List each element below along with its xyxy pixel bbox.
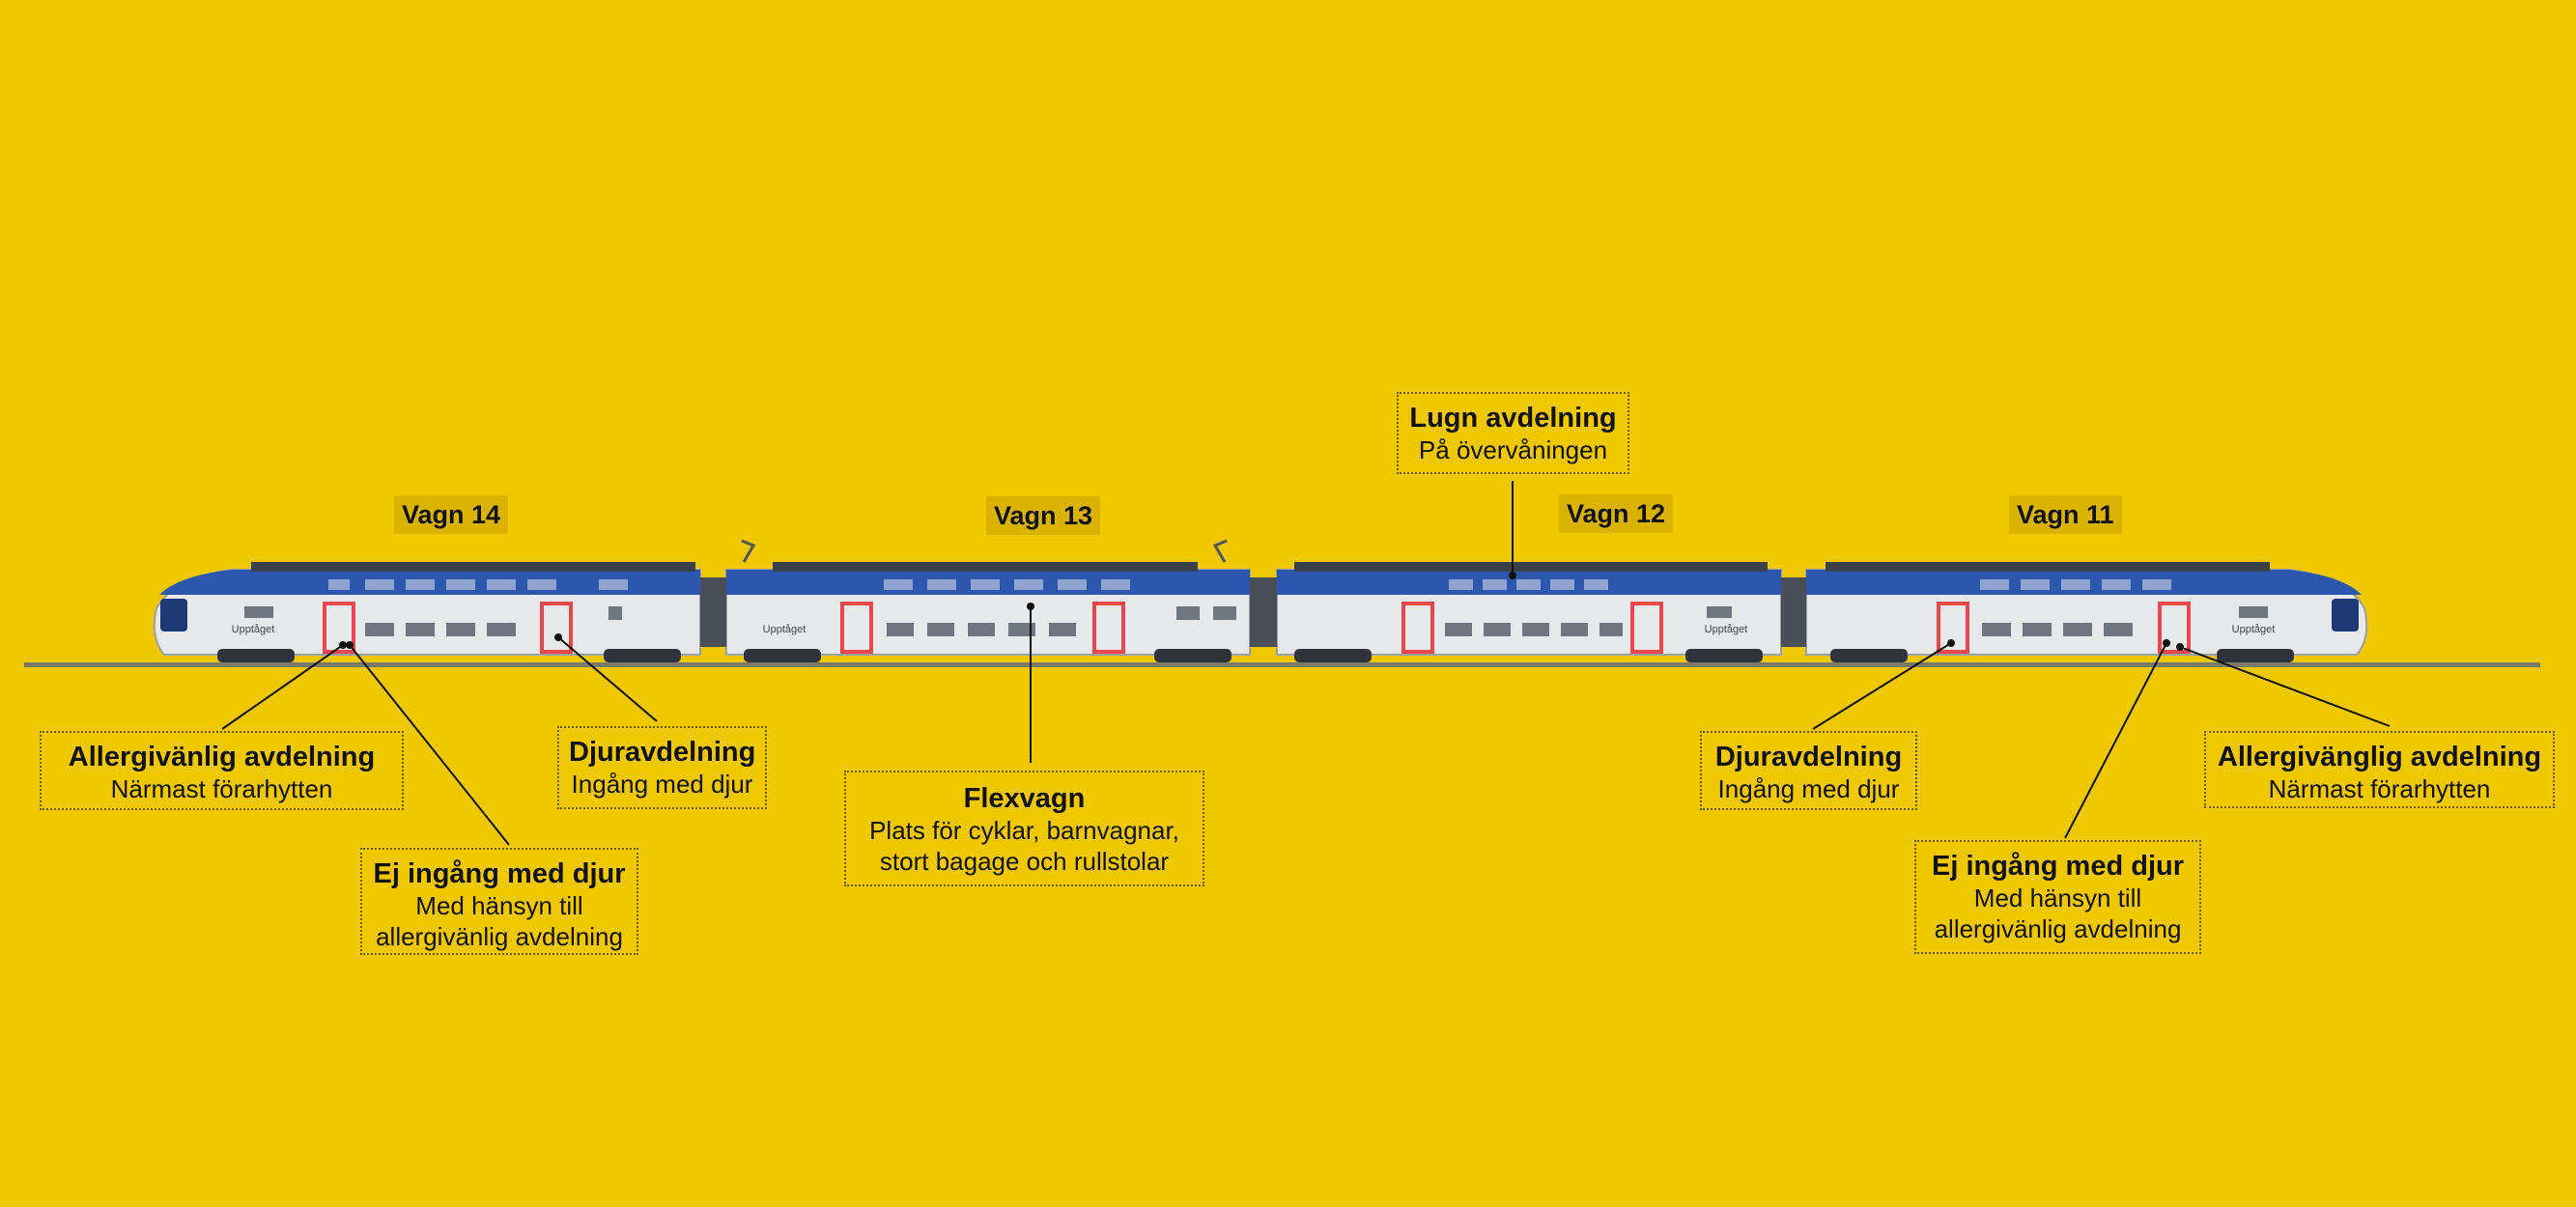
upper-windows bbox=[328, 579, 2171, 590]
callout-title: Allergivänglig avdelning bbox=[2217, 742, 2542, 772]
callout-allergy-left: Allergivänlig avdelning Närmast förarhyt… bbox=[40, 731, 404, 810]
callout-title: Djuravdelning bbox=[1714, 742, 1903, 772]
wagon-label-11: Vagn 11 bbox=[2009, 495, 2122, 534]
wagon-label-14: Vagn 14 bbox=[394, 495, 509, 534]
callout-subtitle: På övervåningen bbox=[1418, 435, 1608, 464]
livery-label: Upptåget bbox=[1705, 624, 1748, 635]
callout-pets-left: Djuravdelning Ingång med djur bbox=[557, 726, 767, 809]
wagon-11-body bbox=[1805, 562, 2368, 656]
gangway bbox=[1250, 577, 1277, 647]
callout-subtitle: Närmast förarhytten bbox=[2268, 774, 2491, 803]
gangway bbox=[700, 577, 726, 647]
livery-label: Upptåget bbox=[763, 624, 807, 635]
wagon-13-body bbox=[725, 539, 1251, 656]
callout-subtitle-1: Med hänsyn till bbox=[415, 891, 583, 920]
callout-subtitle-2: stort bagage och rullstolar bbox=[879, 847, 1170, 876]
callout-flex-wagon: Flexvagn Plats för cyklar, barnvagnar, s… bbox=[844, 771, 1204, 886]
callout-title: Allergivänlig avdelning bbox=[68, 742, 376, 772]
wagon-12-body bbox=[1276, 562, 1782, 656]
callout-allergy-right: Allergivänglig avdelning Närmast förarhy… bbox=[2204, 731, 2555, 808]
callout-subtitle-1: Plats för cyklar, barnvagnar, bbox=[869, 816, 1179, 845]
callout-subtitle: Närmast förarhytten bbox=[110, 774, 333, 803]
callout-title: Ej ingång med djur bbox=[1931, 851, 2184, 882]
callout-title: Lugn avdelning bbox=[1409, 403, 1617, 434]
callout-title: Djuravdelning bbox=[569, 737, 756, 768]
leader-dots bbox=[339, 572, 2184, 651]
callout-title: Flexvagn bbox=[963, 783, 1086, 814]
wagon-14-body bbox=[153, 562, 701, 656]
callout-subtitle: Ingång med djur bbox=[1717, 774, 1900, 803]
lower-windows bbox=[244, 606, 2268, 636]
callout-no-pets-left: Ej ingång med djur Med hänsyn till aller… bbox=[360, 848, 638, 955]
callout-no-pets-right: Ej ingång med djur Med hänsyn till aller… bbox=[1914, 840, 2201, 954]
callout-pets-right: Djuravdelning Ingång med djur bbox=[1700, 731, 1917, 810]
rail-track bbox=[24, 662, 2540, 667]
callout-quiet-section: Lugn avdelning På övervåningen bbox=[1397, 392, 1629, 474]
doors bbox=[323, 602, 2191, 654]
livery-label: Upptåget bbox=[232, 624, 275, 635]
callout-subtitle-2: allergivänlig avdelning bbox=[376, 922, 623, 951]
livery-label: Upptåget bbox=[2232, 624, 2276, 635]
callout-subtitle-2: allergivänlig avdelning bbox=[1934, 914, 2182, 943]
bogies bbox=[217, 649, 2294, 662]
callout-subtitle: Ingång med djur bbox=[571, 770, 753, 799]
gangway bbox=[1781, 577, 1806, 647]
wagon-label-13: Vagn 13 bbox=[986, 496, 1101, 535]
wagon-label-12: Vagn 12 bbox=[1559, 494, 1674, 533]
callout-subtitle-1: Med hänsyn till bbox=[1973, 884, 2142, 912]
leader-lines bbox=[221, 481, 2391, 846]
callout-title: Ej ingång med djur bbox=[373, 858, 626, 889]
